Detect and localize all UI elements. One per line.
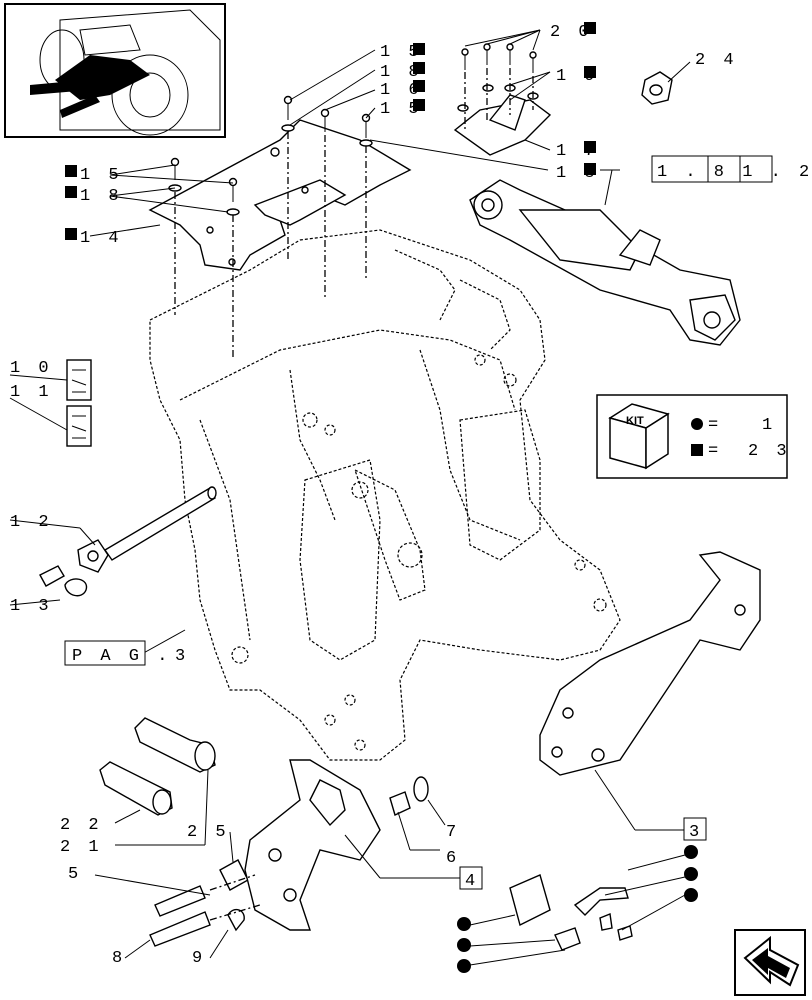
callout-labels: 2 0 2 4 1 9 1 7 1 8 1 5 1 8 1 6 1 5 1 5 … — [10, 23, 738, 968]
callout-7: 7 — [446, 823, 460, 842]
square-marker-icon — [691, 444, 703, 456]
callout-15-left: 1 5 — [80, 166, 123, 185]
callout-8: 8 — [112, 949, 126, 968]
ref-box-3: 3 — [689, 823, 703, 842]
ref-boxes: 1 . 8 1 . 2 9 / A P A G . 3 3 4 — [64, 155, 812, 891]
square-marker-icon — [584, 22, 596, 34]
bushing-24-icon — [641, 61, 691, 105]
callout-18-left: 1 8 — [80, 187, 123, 206]
square-marker-icon — [413, 62, 425, 74]
circle-marker-icon — [457, 917, 471, 931]
square-marker-icon — [584, 163, 596, 175]
square-marker-icon — [65, 228, 77, 240]
tractor-thumbnail-icon — [30, 9, 221, 136]
callout-10: 1 0 — [10, 359, 53, 378]
bolts-15-16-18 — [168, 95, 373, 360]
kit-box-icon: KIT — [608, 403, 670, 470]
leader-lines — [89, 49, 685, 959]
callout-18-right: 1 8 — [556, 164, 599, 183]
callout-16: 1 6 — [380, 81, 423, 100]
lower-link-3 — [539, 551, 761, 776]
markers — [65, 22, 698, 973]
legend-eq-1: = — [708, 416, 722, 435]
circle-marker-icon — [684, 845, 698, 859]
ref-pag-label: P A G . — [72, 647, 171, 666]
kit-label: KIT — [626, 415, 644, 427]
square-marker-icon — [584, 66, 596, 78]
callout-9: 9 — [192, 949, 206, 968]
callout-20: 2 0 — [550, 23, 593, 42]
callout-21: 2 1 — [60, 838, 103, 857]
callout-22: 2 2 — [60, 816, 103, 835]
callout-11: 1 1 — [10, 383, 53, 402]
square-marker-icon — [65, 165, 77, 177]
callout-15-mid: 1 5 — [380, 100, 423, 119]
thumbnail-frame — [4, 3, 226, 138]
circle-marker-icon — [684, 888, 698, 902]
next-page-arrow-icon[interactable] — [734, 929, 806, 996]
callout-17: 1 7 — [556, 142, 599, 161]
top-link — [469, 179, 741, 346]
legend-eq-2: = — [708, 442, 722, 461]
square-marker-icon — [413, 43, 425, 55]
callout-6: 6 — [446, 849, 460, 868]
decals-10-11 — [9, 359, 92, 447]
callout-18-top: 1 8 — [380, 63, 423, 82]
lower-parts — [99, 717, 429, 947]
callout-24: 2 4 — [695, 51, 738, 70]
ref-1-81-29-a: 1 . 8 1 . 2 9 / A — [657, 163, 812, 182]
callout-19: 1 9 — [556, 67, 599, 86]
circle-marker-icon — [457, 959, 471, 973]
lift-frame-dashed — [149, 229, 621, 761]
square-marker-icon — [413, 80, 425, 92]
callout-14: 1 4 — [80, 229, 123, 248]
square-marker-icon — [584, 141, 596, 153]
legend-val-2: 2 3 — [748, 442, 791, 461]
callout-13: 1 3 — [10, 597, 53, 616]
kit-legend: KIT = 1 = 2 3 — [596, 394, 791, 479]
square-marker-icon — [65, 186, 77, 198]
screw-icon — [461, 43, 537, 73]
callout-5: 5 — [68, 865, 82, 884]
ref-pag-number: 3 — [175, 647, 189, 666]
circle-marker-icon — [457, 938, 471, 952]
callout-15-top: 1 5 — [380, 43, 423, 62]
callout-25: 2 5 — [187, 823, 230, 842]
legend-val-1: 1 — [762, 416, 776, 435]
square-marker-icon — [413, 99, 425, 111]
circle-marker-icon — [684, 867, 698, 881]
callout-12: 1 2 — [10, 513, 53, 532]
plate-14 — [148, 119, 412, 271]
bracket-17-group — [453, 29, 552, 156]
ref-box-4: 4 — [465, 872, 479, 891]
circle-marker-icon — [691, 418, 703, 430]
shaft-12 — [9, 486, 217, 606]
small-parts-bottom-right — [469, 854, 686, 966]
